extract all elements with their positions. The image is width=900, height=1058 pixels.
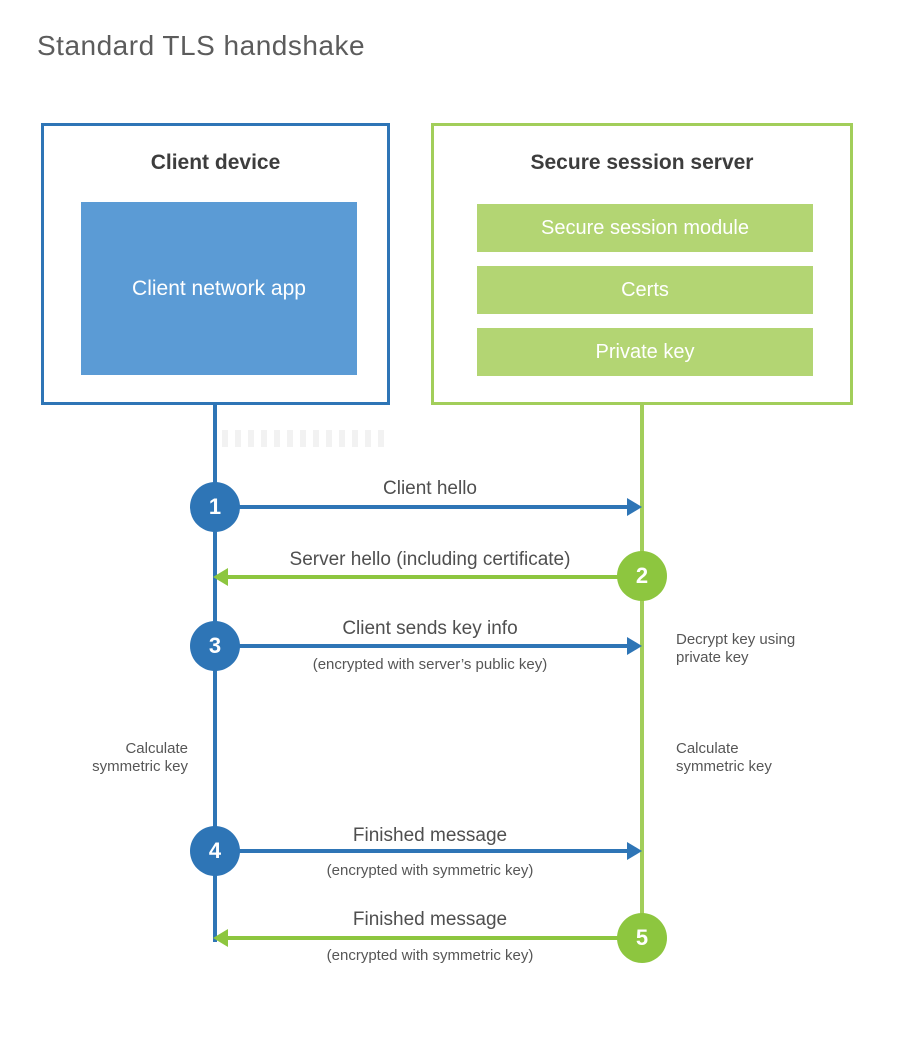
step4-arrow <box>215 849 627 853</box>
secure-session-server-box: Secure session server Secure session mod… <box>431 123 853 405</box>
client-device-box: Client device Client network app <box>41 123 390 405</box>
step3-message-label: Client sends key info <box>342 618 518 639</box>
step1-arrow <box>215 505 627 509</box>
step5-message-subtext: (encrypted with symmetric key) <box>326 947 534 964</box>
step3-badge: 3 <box>190 621 240 671</box>
step5-arrowhead-left-icon <box>213 929 228 947</box>
step4-message-subtext: (encrypted with symmetric key) <box>326 862 534 879</box>
note-calculate-symmetric-key-server: Calculate symmetric key <box>676 740 772 775</box>
step1-badge: 1 <box>190 482 240 532</box>
client-network-app-box: Client network app <box>81 202 357 375</box>
client-lifeline <box>213 404 217 942</box>
step3-arrowhead-right-icon <box>627 637 642 655</box>
step2-badge: 2 <box>617 551 667 601</box>
step2-message-label: Server hello (including certificate) <box>289 549 571 570</box>
server-module-certs: Certs <box>477 266 813 314</box>
step2-arrow <box>228 575 642 579</box>
faint-dashes-artifact <box>222 430 388 447</box>
server-module-secure-session: Secure session module <box>477 204 813 252</box>
server-lifeline <box>640 404 644 940</box>
server-module-private-key: Private key <box>477 328 813 376</box>
step2-arrowhead-left-icon <box>213 568 228 586</box>
secure-session-server-heading: Secure session server <box>530 151 754 174</box>
step1-message-label: Client hello <box>383 478 477 499</box>
step4-badge: 4 <box>190 826 240 876</box>
server-modules: Secure session module Certs Private key <box>477 204 813 390</box>
step5-arrow <box>228 936 642 940</box>
client-device-heading: Client device <box>150 151 281 174</box>
step4-message-label: Finished message <box>352 825 508 846</box>
note-calculate-symmetric-key-client: Calculate symmetric key <box>92 740 188 775</box>
step3-arrow <box>215 644 627 648</box>
step3-message-subtext: (encrypted with server’s public key) <box>312 656 548 673</box>
step1-arrowhead-right-icon <box>627 498 642 516</box>
page-title: Standard TLS handshake <box>37 30 366 61</box>
client-network-app-label: Client network app <box>132 277 306 300</box>
note-decrypt-key: Decrypt key using private key <box>676 631 796 666</box>
step5-message-label: Finished message <box>352 909 508 930</box>
step4-arrowhead-right-icon <box>627 842 642 860</box>
step5-badge: 5 <box>617 913 667 963</box>
